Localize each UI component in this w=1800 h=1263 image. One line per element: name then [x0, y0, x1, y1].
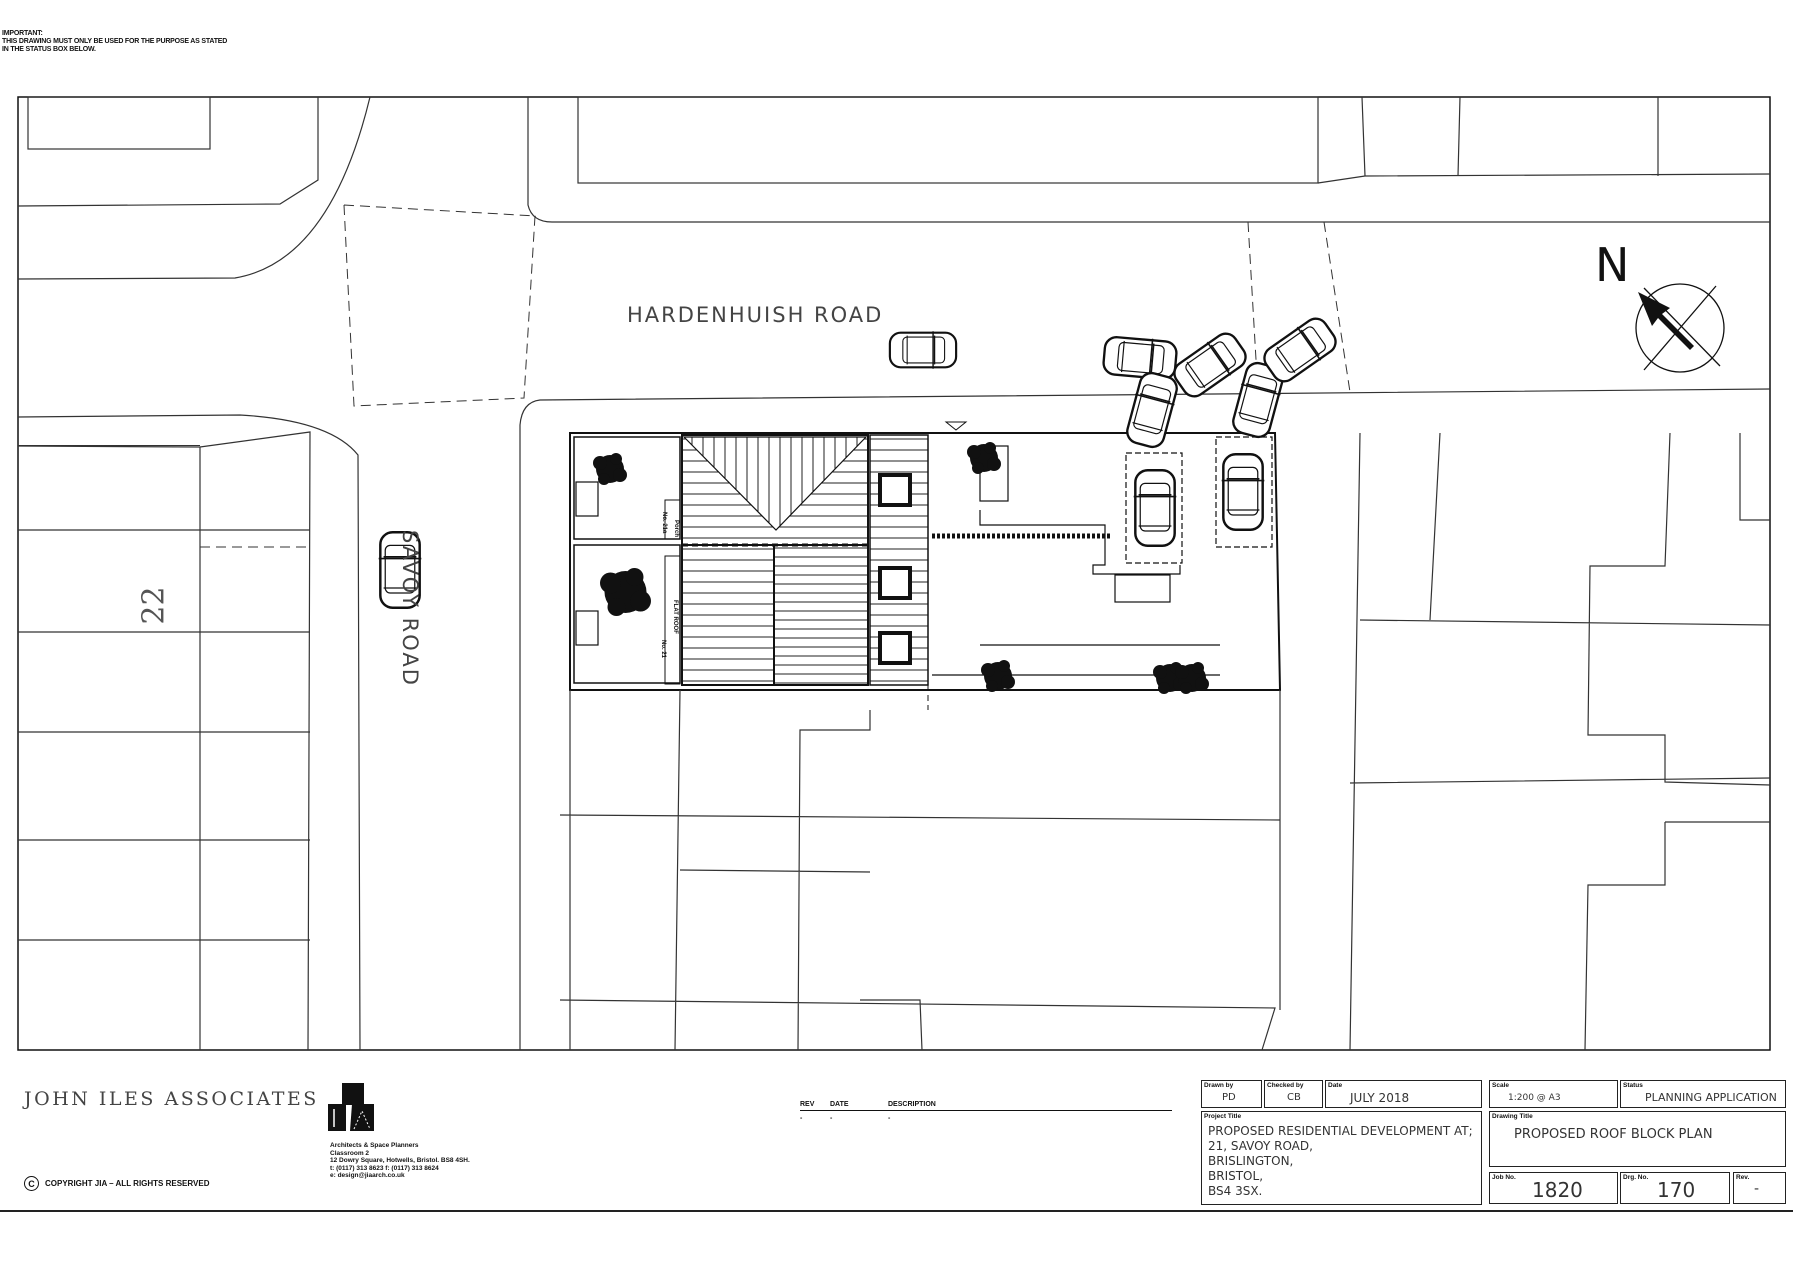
job-number-value: 1820 [1532, 1178, 1583, 1202]
project-title-value: PROPOSED RESIDENTIAL DEVELOPMENT AT; 21,… [1208, 1124, 1473, 1198]
status-label: Status [1623, 1082, 1643, 1089]
project-title-box: Project Title PROPOSED RESIDENTIAL DEVEL… [1201, 1111, 1482, 1205]
date-box: Date JULY 2018 [1325, 1080, 1482, 1108]
address-line: e: design@jiaarch.co.uk [330, 1172, 405, 1179]
usage-notice: IMPORTANT: THIS DRAWING MUST ONLY BE USE… [2, 30, 227, 54]
revision-value: - [1754, 1181, 1760, 1197]
revision-label: Rev. [1736, 1174, 1750, 1181]
description-header: DESCRIPTION [888, 1101, 936, 1108]
date-value: JULY 2018 [1350, 1091, 1410, 1105]
porch-label: Porch [673, 520, 679, 538]
copyright-text: COPYRIGHT JIA – ALL RIGHTS RESERVED [45, 1179, 210, 1188]
revision-header: REV DATE DESCRIPTION [800, 1101, 1172, 1111]
revision-box: Rev. - [1733, 1172, 1786, 1204]
road-label-hardenhuish: HARDENHUISH ROAD [627, 303, 884, 327]
road-label-savoy: SAVOY ROAD [398, 530, 422, 687]
rooflight-icon [878, 631, 912, 665]
unit-label-21: No. 21 [660, 640, 666, 659]
north-arrow-icon [1635, 283, 1725, 373]
flat-roof-label: FLAT ROOF [672, 600, 678, 634]
rooflight-icon [878, 473, 912, 507]
house-number-label: 22 [136, 586, 172, 625]
rev-header: REV [800, 1101, 815, 1108]
revision-row: - - - [800, 1111, 1172, 1122]
address-line: t: (0117) 313 8623 f: (0117) 313 8624 [330, 1164, 439, 1172]
date-cell: - [830, 1115, 833, 1122]
notice-heading: IMPORTANT: [2, 30, 43, 37]
notice-line-1: THIS DRAWING MUST ONLY BE USED FOR THE P… [2, 38, 228, 45]
address-line: 12 Dowry Square, Hotwells, Bristol. BS8 … [330, 1157, 470, 1164]
drawn-by-value: PD [1222, 1092, 1236, 1103]
project-title-label: Project Title [1204, 1113, 1242, 1120]
drawn-by-label: Drawn by [1204, 1082, 1234, 1089]
checked-by-label: Checked by [1267, 1082, 1304, 1089]
status-box: Status PLANNING APPLICATION [1620, 1080, 1786, 1108]
date-label: Date [1328, 1082, 1343, 1089]
drawn-by-box: Drawn by PD [1201, 1080, 1262, 1108]
bottom-rule [0, 1210, 1793, 1212]
address-line: Architects & Space Planners [330, 1142, 419, 1149]
firm-logo-icon [328, 1083, 374, 1131]
drawing-title-label: Drawing Title [1492, 1113, 1533, 1120]
drawing-number-box: Drg. No. 170 [1620, 1172, 1730, 1204]
revision-table: REV DATE DESCRIPTION - - - [800, 1101, 1172, 1122]
checked-by-value: CB [1287, 1092, 1301, 1103]
firm-name: JOHN ILES ASSOCIATES [24, 1088, 319, 1110]
firm-address: Architects & Space Planners Classroom 2 … [330, 1142, 470, 1180]
unit-label-21a: No. 21a [661, 512, 667, 534]
copyright-icon: C [24, 1176, 39, 1191]
status-value: PLANNING APPLICATION [1645, 1091, 1777, 1104]
checked-by-box: Checked by CB [1264, 1080, 1323, 1108]
job-number-box: Job No. 1820 [1489, 1172, 1618, 1204]
drawing-title-box: Drawing Title PROPOSED ROOF BLOCK PLAN [1489, 1111, 1786, 1167]
rev-cell: - [800, 1115, 803, 1122]
date-header: DATE [830, 1101, 849, 1108]
description-cell: - [888, 1115, 891, 1122]
scale-label: Scale [1492, 1082, 1509, 1089]
notice-line-2: IN THE STATUS BOX BELOW. [2, 46, 96, 53]
north-label: N [1595, 238, 1630, 292]
job-number-label: Job No. [1492, 1174, 1516, 1181]
drawing-number-value: 170 [1657, 1178, 1696, 1202]
rooflight-icon [878, 566, 912, 600]
copyright-notice: C COPYRIGHT JIA – ALL RIGHTS RESERVED [24, 1176, 209, 1191]
scale-box: Scale 1:200 @ A3 [1489, 1080, 1618, 1108]
address-line: Classroom 2 [330, 1149, 370, 1157]
scale-value: 1:200 @ A3 [1508, 1093, 1561, 1103]
drawing-number-label: Drg. No. [1623, 1174, 1649, 1181]
drawing-title-value: PROPOSED ROOF BLOCK PLAN [1514, 1127, 1713, 1142]
